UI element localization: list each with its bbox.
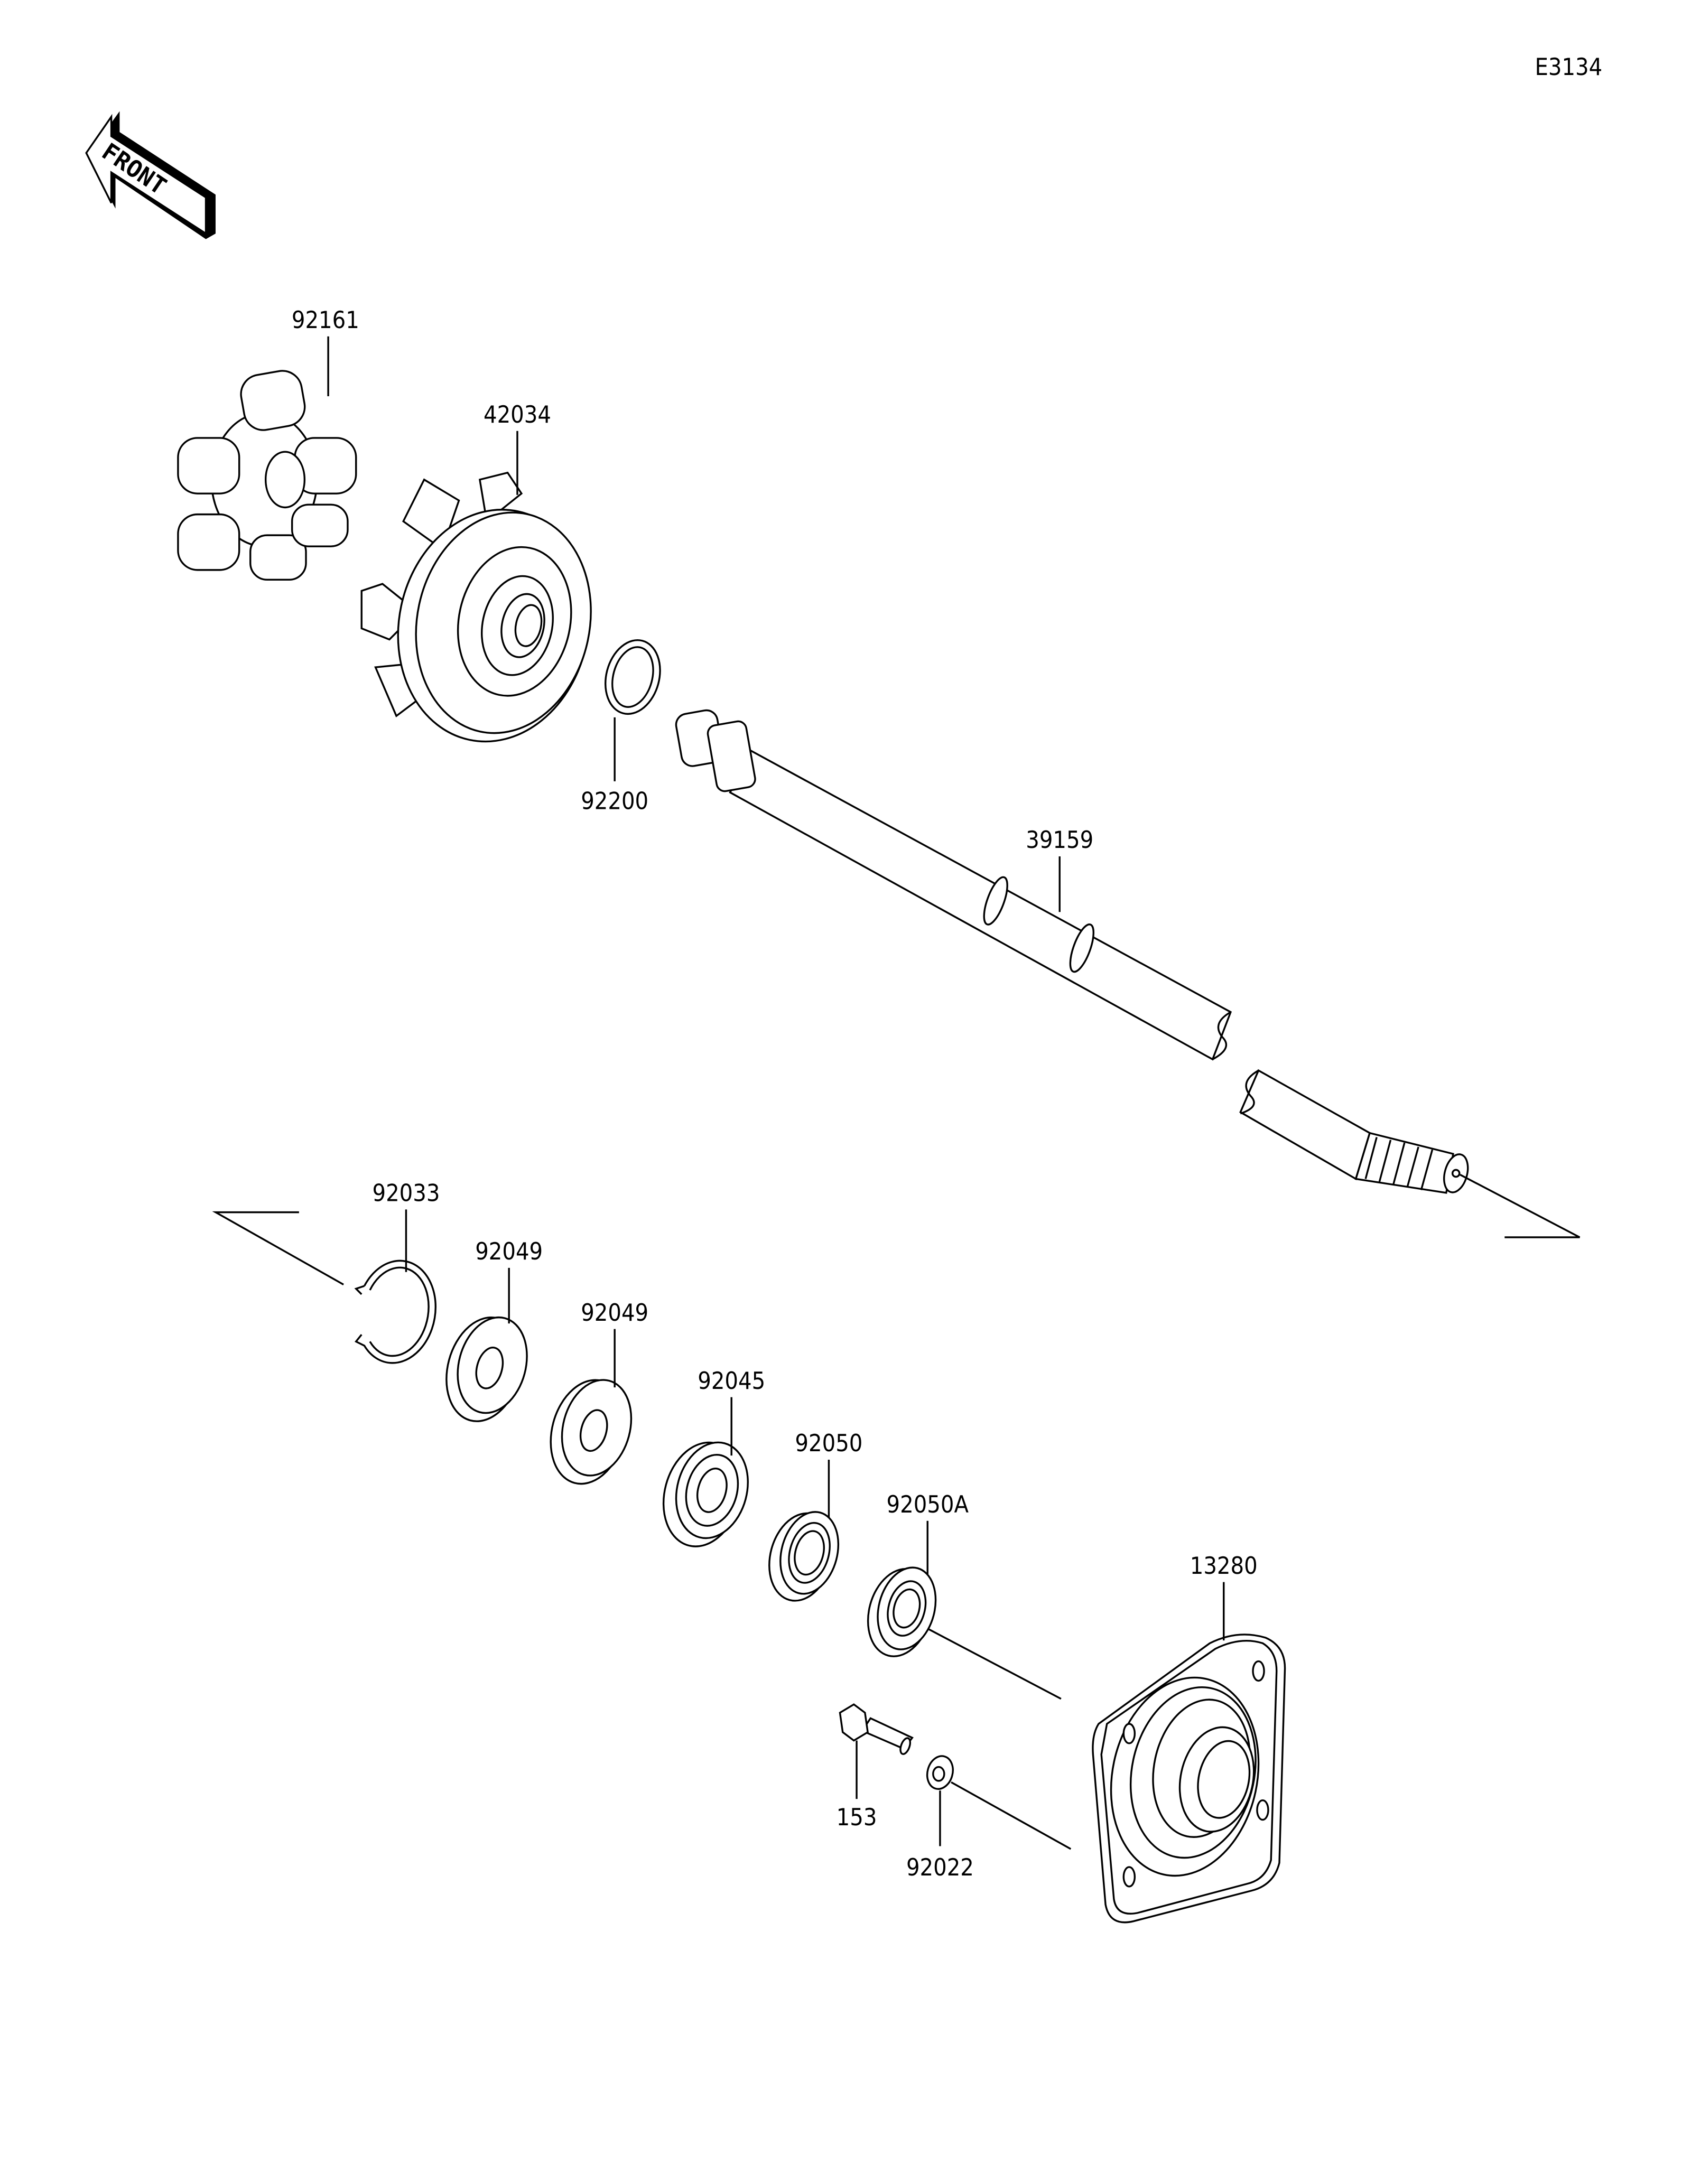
spline-icon — [1364, 1137, 1434, 1190]
bolt-part — [839, 1703, 914, 1755]
part-label-92049-2: 92049 — [581, 1299, 648, 1327]
bearing-part — [662, 1441, 749, 1547]
part-label-92045: 92045 — [698, 1367, 765, 1395]
part-label-92033: 92033 — [372, 1179, 440, 1207]
coupler-part — [177, 370, 357, 581]
part-label-92161: 92161 — [292, 306, 359, 334]
drive-shaft-part — [675, 709, 1469, 1194]
part-label-92049-1: 92049 — [475, 1237, 543, 1265]
small-washer-part — [926, 1755, 954, 1790]
washer-1-part — [445, 1316, 528, 1422]
oil-seal-a-part — [867, 1566, 937, 1657]
guide-line-left — [212, 1211, 344, 1285]
housing-part — [1092, 1634, 1286, 1924]
guide-line-right — [1460, 1174, 1581, 1238]
diagram-code: E3134 — [1535, 53, 1602, 81]
part-label-92200: 92200 — [581, 787, 648, 815]
oil-seal-part — [768, 1511, 840, 1602]
shaft-washer-part — [605, 639, 661, 715]
part-label-153: 153 — [837, 1803, 877, 1831]
part-label-92050: 92050 — [795, 1429, 862, 1457]
part-label-42034: 42034 — [484, 400, 551, 428]
washer-2-part — [550, 1379, 633, 1485]
front-arrow-icon: FRONT — [85, 111, 216, 239]
part-label-92050A: 92050A — [887, 1490, 969, 1518]
impeller-part — [360, 471, 592, 743]
part-label-39159: 39159 — [1026, 826, 1093, 854]
circlip-part — [354, 1259, 437, 1364]
part-label-13280: 13280 — [1190, 1552, 1258, 1580]
part-label-92022: 92022 — [906, 1853, 974, 1881]
